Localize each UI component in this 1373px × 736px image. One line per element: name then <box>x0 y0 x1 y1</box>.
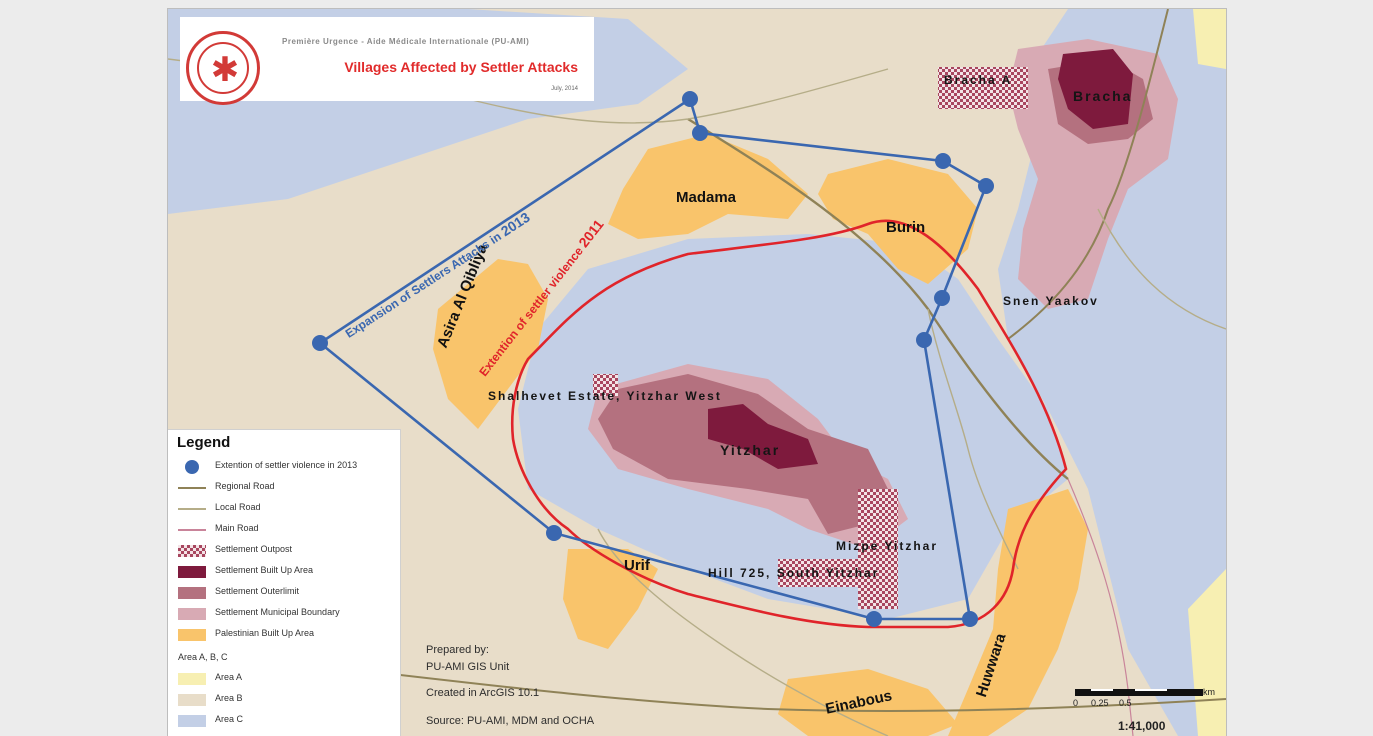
settlement-label-bracha-a: Bracha A <box>944 73 1013 87</box>
main-road <box>1067 478 1134 736</box>
organization-name: Première Urgence - Aide Médicale Interna… <box>282 37 530 46</box>
local-road-1 <box>467 68 889 124</box>
legend-item-settlement-outerlimit: Settlement Outerlimit <box>178 584 398 602</box>
local-road-3 <box>927 308 1019 570</box>
mizpe-yitzhar-outpost <box>858 489 898 609</box>
settlement-label-snen-yaakov: Snen Yaakov <box>1003 294 1099 308</box>
legend-item-area-c: Area C <box>178 712 398 730</box>
legend-item-area-a: Area A <box>178 670 398 688</box>
regional-road-east <box>1007 9 1169 340</box>
area-a-corner <box>1193 9 1226 69</box>
legend-label: Main Road <box>215 523 259 533</box>
built-up-madama <box>608 134 808 239</box>
extension-2011-outline <box>510 219 1068 629</box>
legend-label: Settlement Outerlimit <box>215 586 300 596</box>
map-frame: Madama Burin Asira Al Qibliya Urif Einab… <box>167 8 1227 736</box>
map-title: Villages Affected by Settler Attacks <box>344 59 578 75</box>
area-c-swatch <box>178 715 206 727</box>
bracha-a-outpost <box>938 67 1028 109</box>
expansion-2013-points <box>312 91 994 627</box>
yitzhar-built-up <box>708 404 818 469</box>
built-up-asira <box>433 259 548 429</box>
village-label-madama: Madama <box>676 189 737 206</box>
area-a-swatch <box>178 673 206 685</box>
settlement-label-bracha: Bracha <box>1073 88 1133 104</box>
regional-road-main <box>687 117 1069 480</box>
scale-tick-1: 0.25 <box>1091 698 1109 708</box>
legend-item-palestinian-built-up: Palestinian Built Up Area <box>178 626 398 644</box>
credits-software: Created in ArcGIS 10.1 <box>426 687 540 699</box>
bracha-built-up <box>1058 49 1133 129</box>
credits-source: Source: PU-AMI, MDM and OCHA <box>426 715 595 727</box>
legend-item-settlement-municipal: Settlement Municipal Boundary <box>178 605 398 623</box>
settlement-label-shalhevet: Shalhevet Estate, Yitzhar West <box>488 389 722 403</box>
legend-item-settlement-outpost: Settlement Outpost <box>178 542 398 560</box>
village-label-burin: Burin <box>886 219 926 236</box>
star-of-life-icon: ✱ <box>210 51 240 89</box>
pu-ami-logo: ✱ <box>186 31 260 105</box>
local-road-2 <box>597 528 889 736</box>
legend-item-regional-road: Regional Road <box>178 479 398 497</box>
legend-label: Area A <box>215 672 243 682</box>
legend-label: Settlement Municipal Boundary <box>215 607 340 617</box>
legend-item-main-road: Main Road <box>178 521 398 539</box>
legend-item-area-b: Area B <box>178 691 398 709</box>
shalhevet-outpost <box>593 374 618 396</box>
legend-label: Extention of settler violence in 2013 <box>215 460 358 470</box>
title-box: ✱ Première Urgence - Aide Médicale Inter… <box>180 17 594 105</box>
legend-label: Regional Road <box>215 481 275 491</box>
built-up-einabous <box>778 669 958 736</box>
legend-title: Legend <box>177 434 231 451</box>
legend-label: Palestinian Built Up Area <box>215 628 315 638</box>
settlement-label-mizpe-yitzhar: Mizpe Yitzhar <box>836 539 939 553</box>
legend-label: Area C <box>215 714 244 724</box>
map-date: July, 2014 <box>551 86 578 92</box>
main-road-icon <box>178 529 206 531</box>
legend-item-violence-2013: Extention of settler violence in 2013 <box>178 458 398 476</box>
scale-unit: km <box>1203 687 1215 697</box>
legend-label: Area B <box>215 693 243 703</box>
credits-prepared-by: Prepared by: <box>426 644 489 656</box>
legend-label: Settlement Outpost <box>215 544 293 554</box>
village-label-urif: Urif <box>624 557 650 574</box>
credits-unit: PU-AMI GIS Unit <box>426 661 510 673</box>
built-up-huwwara <box>948 489 1088 736</box>
legend-areas-heading: Area A, B, C <box>178 652 228 662</box>
settlement-label-yitzhar: Yitzhar <box>720 442 781 458</box>
legend-label: Local Road <box>215 502 261 512</box>
legend-item-local-road: Local Road <box>178 500 398 518</box>
area-b-swatch <box>178 694 206 706</box>
built-up-swatch <box>178 566 206 578</box>
scale-bar: 0 0.25 0.5 km <box>1073 687 1215 731</box>
scale-tick-2: 0.5 <box>1119 698 1132 708</box>
outerlimit-swatch <box>178 587 206 599</box>
hill-725-outpost <box>778 559 858 587</box>
logo-ring: ✱ <box>197 42 249 94</box>
yitzhar-outerlimit <box>598 374 888 534</box>
local-road-icon <box>178 508 206 510</box>
local-road-5 <box>1097 208 1226 330</box>
municipal-swatch <box>178 608 206 620</box>
blue-dot-icon <box>185 460 199 474</box>
legend-label: Settlement Built Up Area <box>215 565 314 575</box>
checker-icon <box>178 545 206 557</box>
regional-road-icon <box>178 487 206 489</box>
legend-panel: Legend Extention of settler violence in … <box>168 429 401 736</box>
scale-segment <box>1091 689 1113 691</box>
scale-ratio: 1:41,000 <box>1118 719 1166 733</box>
legend-item-settlement-built-up: Settlement Built Up Area <box>178 563 398 581</box>
scale-segment <box>1135 689 1167 691</box>
scale-tick-0: 0 <box>1073 698 1079 708</box>
map-canvas <box>168 9 1226 736</box>
palestinian-swatch <box>178 629 206 641</box>
settlement-label-hill-725: Hill 725, South Yitzhar <box>708 566 880 580</box>
